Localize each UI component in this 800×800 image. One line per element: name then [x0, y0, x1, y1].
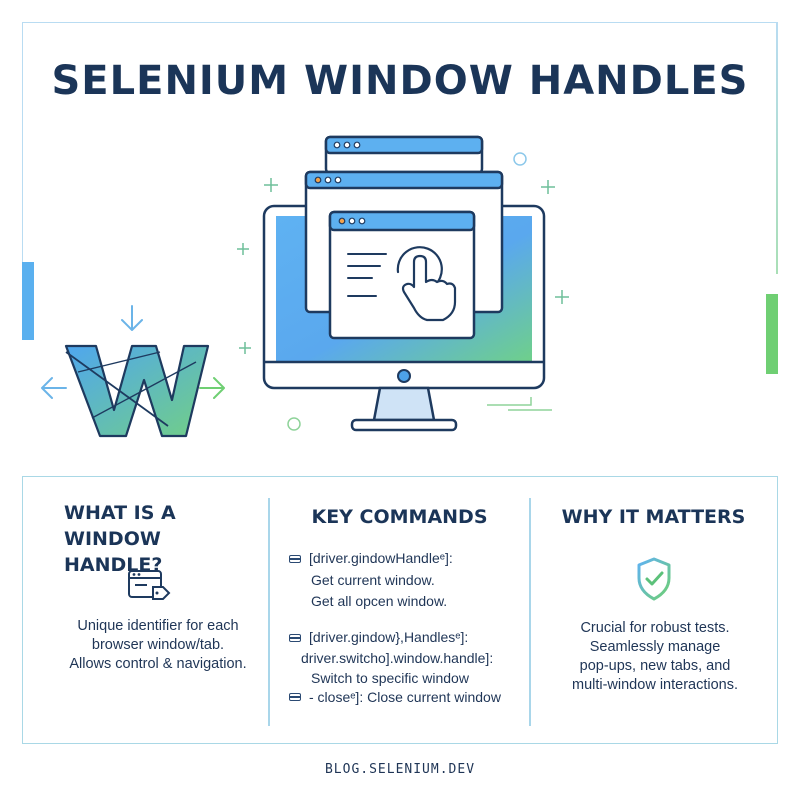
arrow-right-icon: [199, 377, 225, 399]
command-code: [driver.gindow},Handlesᵉ]:: [309, 629, 469, 645]
command-description: Get all opcen window.: [311, 593, 448, 609]
sparkle-icon: [237, 152, 569, 431]
what-is-section: WHAT IS A WINDOW HANDLE?: [64, 500, 264, 578]
why-matters-heading: WHY IT MATTERS: [561, 506, 746, 528]
hero-illustration: [41, 135, 569, 438]
key-commands-heading: KEY COMMANDS: [311, 506, 488, 528]
shield-check-icon: [637, 557, 671, 601]
top-frame-right-edge: [776, 22, 778, 274]
command-description: Switch to specific window: [311, 670, 469, 686]
window-small-icon: [289, 693, 301, 701]
arrow-down-icon: [121, 305, 143, 331]
window-small-icon: [289, 555, 301, 563]
command-description: Get current window.: [311, 572, 435, 588]
footer-url: BLOG.SELENIUM.DEV: [324, 762, 476, 777]
page-title: SELENIUM WINDOW HANDLES: [51, 58, 749, 104]
w-logo-icon: [64, 344, 210, 438]
browser-windows-icon: [304, 135, 504, 340]
left-accent-bar: [22, 262, 34, 340]
command-code: - closeᵉ]: Close current window: [309, 689, 501, 705]
arrow-left-icon: [41, 377, 67, 399]
pointer-hand-icon: [396, 246, 457, 322]
window-small-icon: [289, 634, 301, 642]
why-matters-description: Crucial for robust tests. Seamlessly man…: [571, 620, 738, 693]
command-code: driver.switcho].window.handle]:: [301, 650, 494, 666]
column-divider: [529, 498, 531, 726]
right-accent-bar: [766, 294, 778, 374]
id-tag-icon: [128, 570, 171, 600]
column-divider: [268, 498, 270, 726]
command-code: [driver.gindowHandleᵉ]:: [309, 550, 453, 566]
info-panel: [22, 476, 778, 744]
what-is-heading: WHAT IS A WINDOW HANDLE?: [64, 502, 176, 576]
what-is-description: Unique identifier for each browser windo…: [69, 618, 247, 672]
